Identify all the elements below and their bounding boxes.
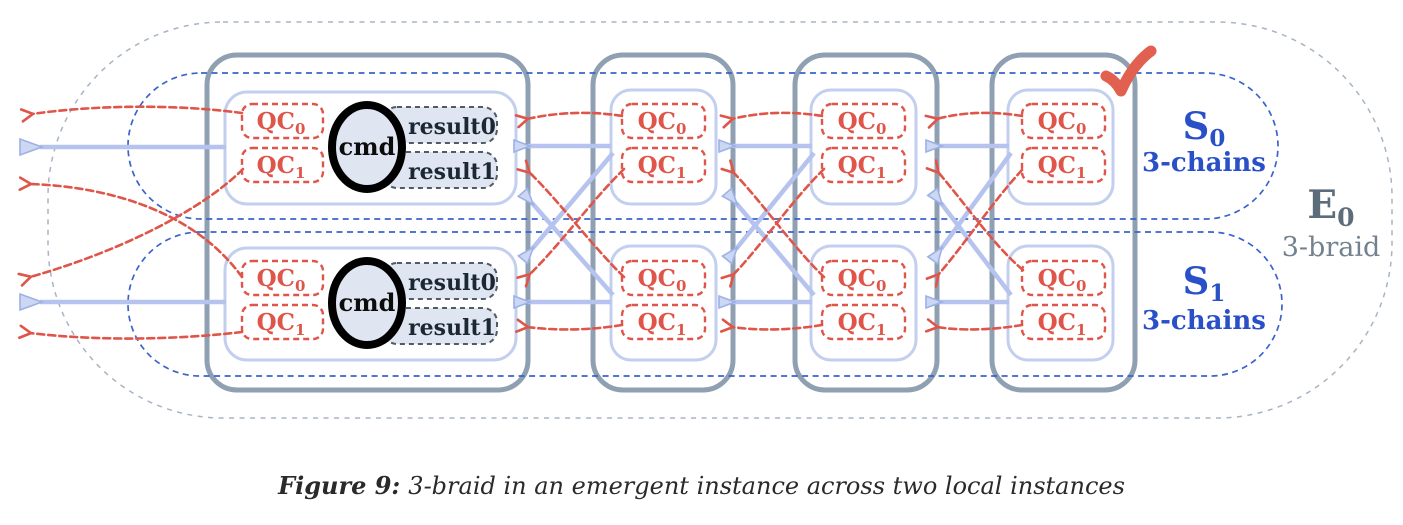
result0-box (382, 106, 498, 144)
column-1: result0 result1 cmd QC0 QC1 result0 resu… (204, 52, 531, 393)
qc1-label: QC1 (1038, 309, 1087, 339)
s0-region-outline (127, 72, 1279, 220)
qc1-box (620, 303, 707, 341)
column-4: QC0 QC1 QC0 QC1 (989, 52, 1138, 393)
chain-arrow-gap1-cross-down (532, 151, 615, 249)
qc0-box (620, 259, 707, 297)
chain-arrows (40, 146, 1013, 302)
qc1-label: QC1 (838, 309, 887, 339)
chain-arrow-gap2-cross-up (736, 203, 816, 297)
qc0-box (820, 259, 907, 297)
qc0-label: QC0 (838, 108, 887, 138)
column-3-instance-top: QC0 QC1 (809, 88, 918, 206)
result1-label: result1 (408, 315, 496, 341)
braid-arrow-gap3-cross-down (938, 168, 1024, 275)
result1-box (382, 307, 498, 345)
qc1-label: QC1 (838, 152, 887, 182)
qc0-box (240, 259, 325, 297)
column-1-instance-top: result0 result1 cmd QC0 QC1 (223, 90, 518, 206)
chain-arrow-gap1-cross-up (532, 203, 615, 297)
qc1-label: QC1 (257, 152, 306, 182)
braid-arrow-exit-bottom (30, 332, 244, 340)
qc0-label: QC0 (838, 265, 887, 295)
qc1-box (240, 303, 325, 341)
qc0-box (1020, 259, 1107, 297)
qc1-box (820, 303, 907, 341)
qc1-box (1020, 146, 1107, 184)
s1-tag: 3-chains (1142, 306, 1266, 336)
qc0-box (620, 102, 707, 140)
result0-label: result0 (408, 114, 496, 140)
result1-box (382, 151, 498, 189)
column-1-instance-bottom: result0 result1 cmd QC0 QC1 (223, 246, 518, 362)
braid-arrow-gap3-top (937, 111, 1024, 119)
qc1-label: QC1 (1038, 152, 1087, 182)
chain-arrow-gap2-cross-down (736, 151, 816, 249)
qc1-box (620, 146, 707, 184)
qc0-label: QC0 (1038, 265, 1087, 295)
result0-label: result0 (408, 270, 496, 296)
braid-arrow-gap3-bottom (937, 325, 1024, 329)
checkmark-icon (1100, 45, 1157, 97)
chain-arrow-gap3-cross-down (941, 151, 1013, 249)
qc1-box (1020, 303, 1107, 341)
cmd-label: cmd (339, 132, 396, 161)
qc0-label: QC0 (638, 265, 687, 295)
braid-arrow-exit-top (32, 105, 244, 114)
braid-arrow-gap1-cross-up (529, 172, 626, 279)
s0-label: S0 (1183, 104, 1226, 152)
braid-arrow-exit-cross-down (30, 167, 245, 277)
qc0-box (240, 102, 325, 140)
qc0-label: QC0 (638, 108, 687, 138)
braid-arrow-gap2-top (732, 111, 824, 119)
cmd-oval (328, 257, 406, 349)
braid-arrow-gap2-bottom (732, 325, 824, 329)
braid-arrow-exit-cross-up (30, 184, 244, 279)
s0-tag: 3-chains (1142, 148, 1266, 178)
result1-label: result1 (408, 159, 496, 185)
cmd-oval (328, 101, 406, 193)
braid-arrow-gap1-bottom (527, 325, 624, 329)
column-4-instance-top: QC0 QC1 (1006, 88, 1115, 206)
column-3-instance-bottom: QC0 QC1 (809, 244, 918, 362)
e0-label: E0 (1307, 182, 1354, 232)
qc0-box (820, 102, 907, 140)
s1-region-outline (127, 231, 1283, 377)
braid-arrow-gap2-cross-up (733, 172, 826, 279)
figure-caption: Figure 9:3-braid in an emergent instance… (0, 471, 1403, 500)
e0-tag: 3-braid (1282, 232, 1381, 263)
qc0-box (1020, 102, 1107, 140)
braid-arrow-gap1-top (527, 111, 624, 119)
qc1-box (240, 146, 325, 184)
figure-caption-prefix: Figure 9: (278, 471, 401, 500)
qc1-label: QC1 (638, 152, 687, 182)
braid-diagram: result0 result1 cmd QC0 QC1 result0 resu… (0, 21, 1393, 419)
qc1-label: QC1 (638, 309, 687, 339)
column-2-instance-bottom: QC0 QC1 (609, 244, 718, 362)
column-2: QC0 QC1 QC0 QC1 (590, 52, 736, 393)
qc0-label: QC0 (1038, 108, 1087, 138)
qc1-box (820, 146, 907, 184)
qc0-label: QC0 (257, 108, 306, 138)
column-3: QC0 QC1 QC0 QC1 (792, 52, 940, 393)
column-4-instance-bottom: QC0 QC1 (1006, 244, 1115, 362)
e0-region-outline (47, 21, 1393, 419)
figure-caption-text: 3-braid in an emergent instance across t… (408, 472, 1125, 500)
braid-arrows (30, 105, 1025, 340)
column-2-instance-top: QC0 QC1 (609, 88, 718, 206)
qc1-label: QC1 (257, 309, 306, 339)
braid-arrow-gap3-cross-up (938, 172, 1025, 272)
chain-arrow-gap3-cross-up (941, 203, 1013, 297)
s1-label: S1 (1183, 259, 1226, 307)
qc0-label: QC0 (257, 265, 306, 295)
cmd-label: cmd (339, 288, 396, 317)
result0-box (382, 262, 498, 300)
